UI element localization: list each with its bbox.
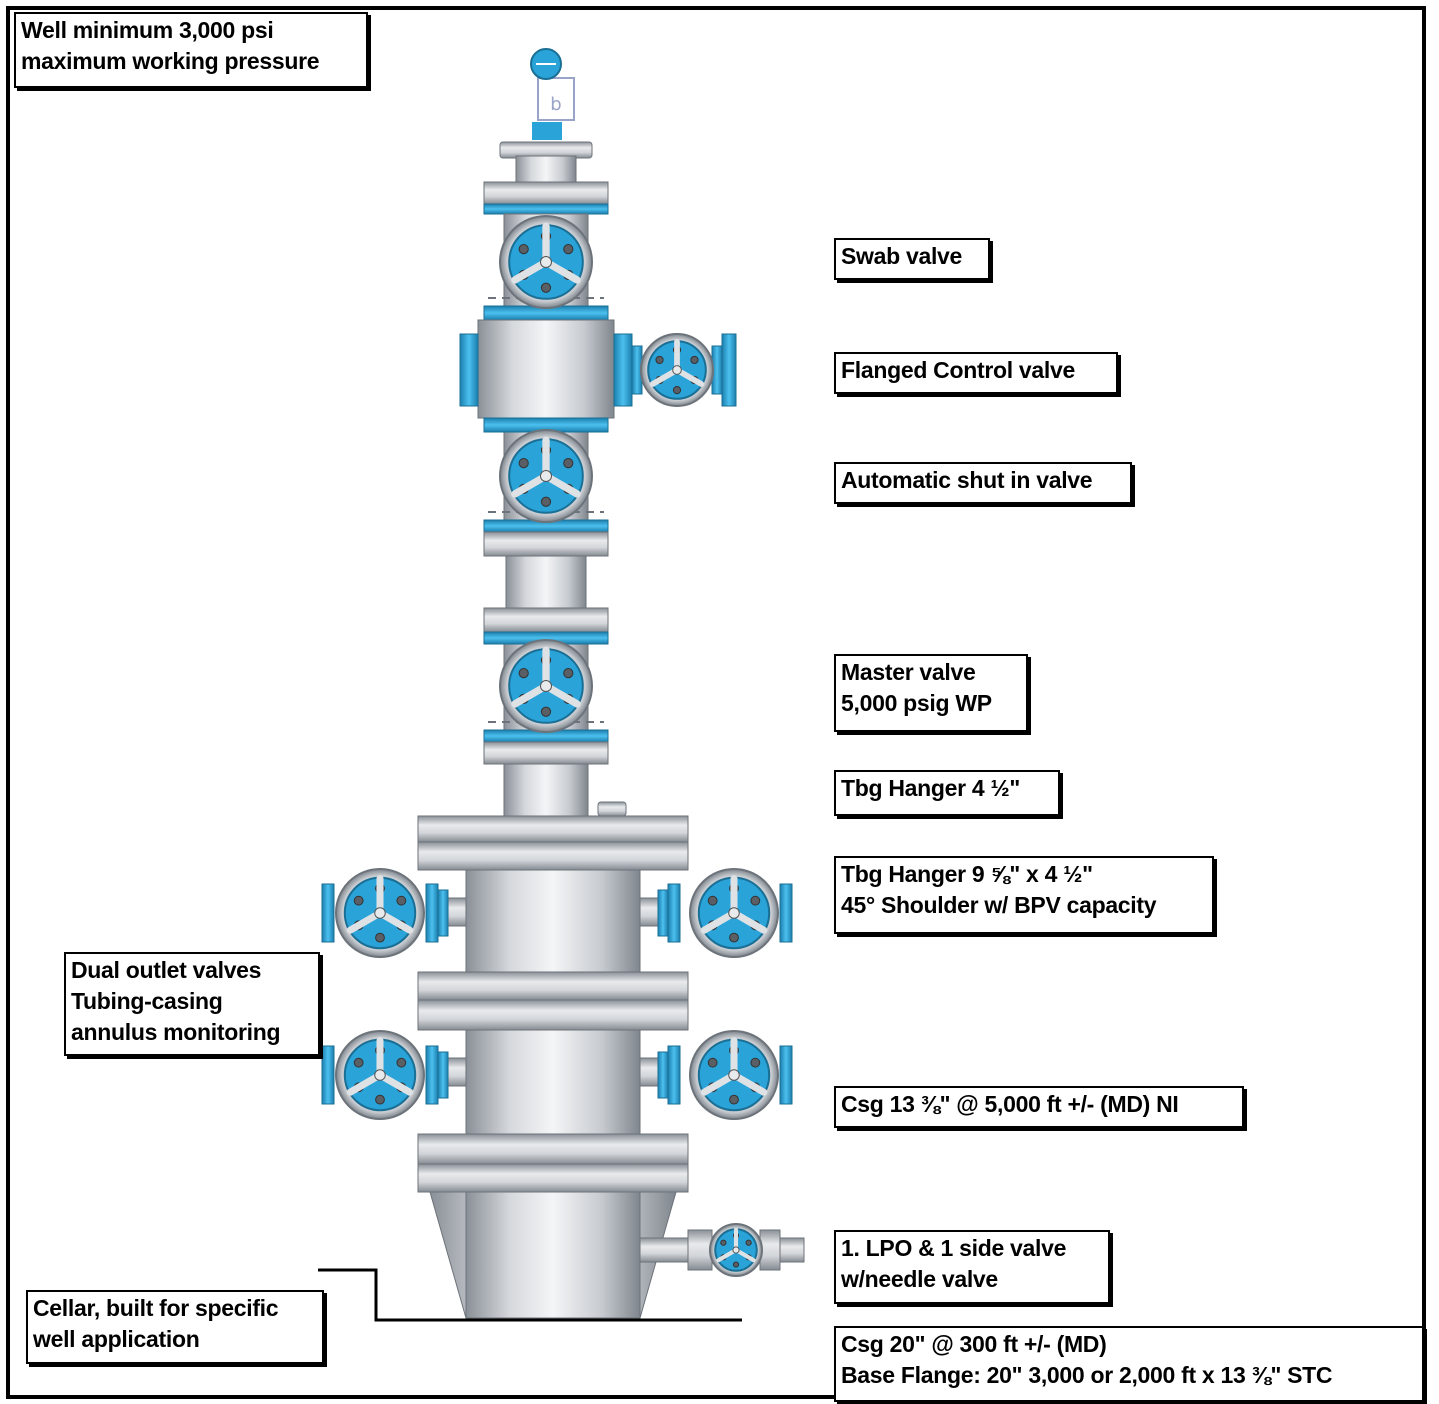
label-lpo-side-valve: 1. LPO & 1 side valve w/needle valve [834, 1230, 1110, 1304]
label-casing-13: Csg 13 ⅜" @ 5,000 ft +/- (MD) NI [834, 1086, 1244, 1128]
label-automatic-shutin-valve: Automatic shut in valve [834, 462, 1132, 504]
gate-valve-handwheel-icon [640, 333, 714, 407]
gate-valve-handwheel-icon [335, 1030, 425, 1120]
label-tubing-hanger-shoulder: Tbg Hanger 9 ⅝" x 4 ½" 45° Shoulder w/ B… [834, 856, 1214, 934]
flow-cross [459, 305, 737, 433]
label-pressure-note: Well minimum 3,000 psi maximum working p… [14, 12, 368, 88]
tree-cap [483, 141, 609, 215]
spool-piece [483, 519, 609, 645]
label-casing-20: Csg 20" @ 300 ft +/- (MD) Base Flange: 2… [834, 1326, 1424, 1402]
label-tubing-hanger: Tbg Hanger 4 ½" [834, 770, 1060, 816]
gate-valve-handwheel-icon [499, 215, 593, 309]
label-master-valve: Master valve 5,000 psig WP [834, 654, 1028, 732]
gate-valve-handwheel-icon [499, 429, 593, 523]
label-cellar: Cellar, built for specific well applicat… [26, 1290, 324, 1364]
gate-valve-handwheel-icon [709, 1223, 763, 1277]
diagram-frame [6, 6, 1426, 1399]
side-valve-flanges [321, 883, 793, 1105]
cellar-outline [318, 1268, 742, 1322]
gate-valve-handwheel-icon [689, 1030, 779, 1120]
svg-text:b: b [550, 94, 561, 115]
pressure-gauge-icon: b [530, 48, 575, 140]
label-swab-valve: Swab valve [834, 238, 990, 280]
gate-valve-handwheel-icon [689, 868, 779, 958]
label-flanged-control-valve: Flanged Control valve [834, 352, 1118, 394]
side-outlet-stubs [447, 897, 805, 1271]
tubing-head-adapter [483, 729, 627, 817]
gate-valve-handwheel-icon [499, 639, 593, 733]
gate-valve-handwheel-icon [335, 868, 425, 958]
label-dual-outlet-valves: Dual outlet valves Tubing-casing annulus… [64, 952, 320, 1056]
